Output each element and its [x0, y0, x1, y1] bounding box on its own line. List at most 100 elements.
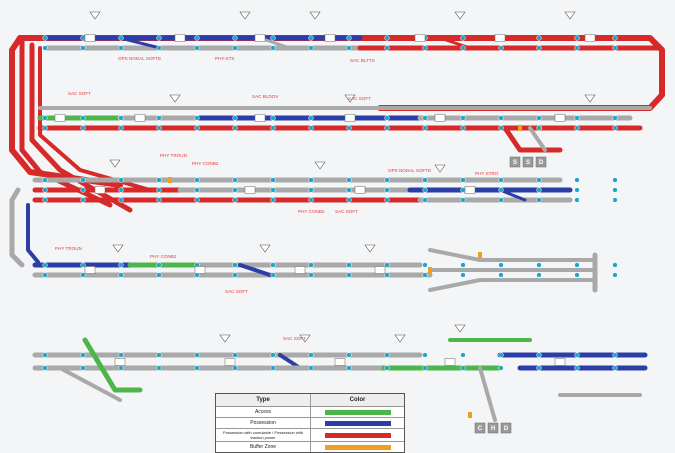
track-node [42, 45, 48, 51]
track-node [232, 35, 238, 41]
track-node [574, 125, 580, 131]
zone-label: SAC SOFT [68, 91, 91, 96]
legend-swatch [324, 444, 391, 450]
track-node [346, 197, 352, 203]
signal-marker [584, 94, 596, 103]
track-node [384, 262, 390, 268]
track-node [422, 262, 428, 268]
legend-type-label: Buffer Zone [216, 442, 311, 452]
track-node [460, 45, 466, 51]
track-node [612, 365, 618, 371]
signal-marker [434, 164, 446, 173]
track-node [612, 197, 618, 203]
track-node [460, 272, 466, 278]
track-node [536, 352, 542, 358]
track-node [118, 365, 124, 371]
signal-box [254, 34, 266, 42]
track-node [498, 365, 504, 371]
track-node [156, 45, 162, 51]
platform-letter: S [526, 160, 530, 166]
legend-row-access: Access [216, 406, 404, 417]
track-node [612, 125, 618, 131]
zone-label: SAC SOFT [348, 96, 371, 101]
track-node [118, 177, 124, 183]
platform-letter: C [478, 426, 483, 432]
signal-box [54, 114, 66, 122]
track-nodes [42, 11, 618, 371]
track-node [346, 262, 352, 268]
track-node [42, 115, 48, 121]
track-node [270, 187, 276, 193]
buffer-marker [168, 177, 172, 183]
platform-letter: D [539, 160, 544, 166]
legend-type-label: Possession with cumulable / Possession w… [216, 429, 311, 441]
signal-marker [364, 244, 376, 253]
track-node [498, 177, 504, 183]
track-node [612, 115, 618, 121]
platform-block [509, 156, 521, 168]
track-node [42, 187, 48, 193]
row4-fan-c [428, 278, 597, 292]
track-node [574, 197, 580, 203]
signal-marker [454, 11, 466, 20]
platform-block [474, 422, 486, 434]
track-node [156, 352, 162, 358]
track-node [80, 115, 86, 121]
platform-block [500, 422, 512, 434]
outer-loop-left [9, 35, 123, 188]
legend-type-label: Access [216, 407, 311, 417]
zone-label: SAC SOFT [283, 336, 306, 341]
signal-box [84, 266, 96, 274]
track-node [194, 187, 200, 193]
track-node [42, 365, 48, 371]
track-node [346, 177, 352, 183]
row3-left-blue [26, 203, 40, 264]
signal-marker [112, 244, 124, 253]
track-node [194, 115, 200, 121]
legend-row-buffer: Buffer Zone [216, 441, 404, 452]
signal-marker [309, 11, 321, 20]
track-node [232, 352, 238, 358]
signal-box [354, 186, 366, 194]
track-node [536, 35, 542, 41]
signal-box [174, 34, 186, 42]
track-node [232, 125, 238, 131]
track-node [80, 187, 86, 193]
track-node [612, 352, 618, 358]
track-node [498, 115, 504, 121]
track-node [308, 115, 314, 121]
track-node [156, 35, 162, 41]
track-node [536, 115, 542, 121]
track-node [574, 35, 580, 41]
track-segments [9, 35, 665, 422]
track-node [80, 262, 86, 268]
track-node [612, 272, 618, 278]
zone-label: SAC BLTTS [350, 58, 375, 63]
track-node [80, 272, 86, 278]
platform-letter: H [491, 426, 495, 432]
track-node [156, 197, 162, 203]
track-node [346, 365, 352, 371]
track-node [270, 272, 276, 278]
signal-box [414, 34, 426, 42]
track-node [612, 45, 618, 51]
track-node [270, 45, 276, 51]
track-node [422, 197, 428, 203]
track-node [384, 45, 390, 51]
signal-box [244, 186, 256, 194]
zone-label: SAC BLDOV [252, 94, 279, 99]
row5-gray-drop [58, 366, 122, 402]
track-node [232, 272, 238, 278]
signal-box [114, 358, 126, 366]
track-node [422, 187, 428, 193]
track-node [612, 177, 618, 183]
track-node [308, 262, 314, 268]
track-node [422, 125, 428, 131]
zone-label: SAC SOFT [225, 289, 248, 294]
legend-row-possession: Possession [216, 417, 404, 428]
track-node [574, 115, 580, 121]
track-node [384, 187, 390, 193]
signal-box [294, 266, 306, 274]
track-node [384, 177, 390, 183]
